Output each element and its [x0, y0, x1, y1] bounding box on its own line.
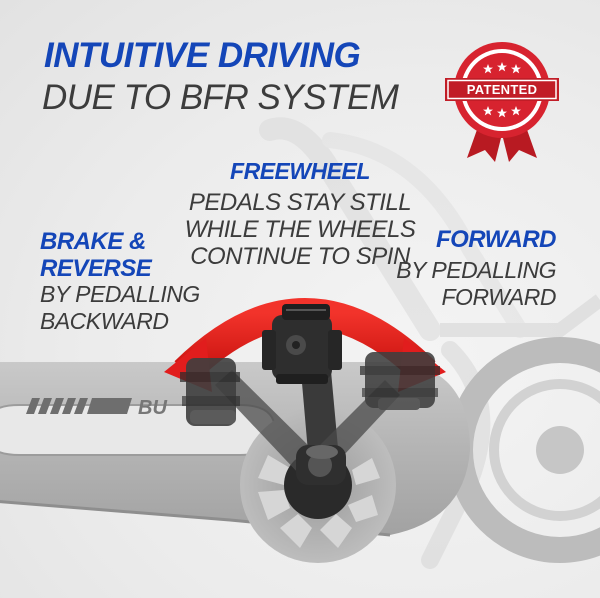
brake-reverse-desc-line-1: BY PEDALLING: [40, 281, 200, 307]
brake-reverse-title: BRAKE & REVERSE: [40, 228, 152, 282]
brake-reverse-title-line-2: REVERSE: [40, 255, 152, 282]
brake-reverse-desc-line-2: BACKWARD: [40, 308, 169, 334]
rosette-badge-icon: [445, 42, 559, 162]
frame-stripes: [26, 398, 132, 414]
freewheel-title: FREEWHEEL: [230, 158, 370, 184]
headline-line-1: INTUITIVE DRIVING: [44, 36, 361, 75]
patented-label: PATENTED: [466, 82, 538, 97]
headline-line-2: DUE TO BFR SYSTEM: [42, 78, 399, 117]
freewheel-desc-line-2: WHILE THE WHEELS: [184, 216, 416, 243]
patented-badge: PATENTED: [443, 40, 561, 162]
forward-title: FORWARD: [435, 226, 557, 253]
pedal-left-blurred: [180, 358, 240, 426]
brake-reverse-title-line-1: BRAKE &: [40, 228, 146, 255]
freewheel-desc-line-3: CONTINUE TO SPIN: [190, 243, 410, 270]
crank-arms: [215, 360, 400, 485]
frame-logo-text: BU: [138, 397, 167, 419]
brake-reverse-description: BY PEDALLING BACKWARD: [40, 281, 200, 335]
forward-desc-line-1: BY PEDALLING: [396, 257, 556, 283]
pedal-right-blurred: [360, 352, 440, 410]
forward-description: BY PEDALLING FORWARD: [396, 257, 556, 311]
pedal-center: [262, 304, 342, 384]
freewheel-desc-line-1: PEDALS STAY STILL: [188, 189, 412, 216]
freewheel-description: PEDALS STAY STILL WHILE THE WHEELS CONTI…: [0, 189, 600, 270]
forward-desc-line-2: FORWARD: [441, 284, 557, 310]
